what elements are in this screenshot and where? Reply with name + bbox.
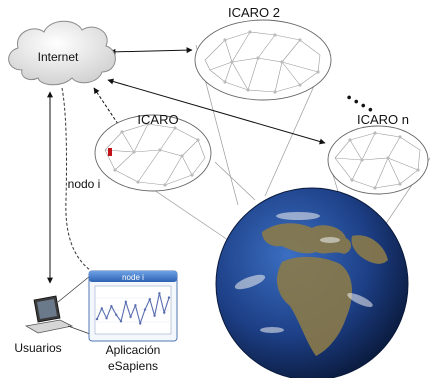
icaro-label: ICARO: [137, 112, 178, 127]
series-point-1: [100, 307, 104, 310]
series-point-8: [134, 304, 137, 307]
plot-series: [95, 292, 171, 326]
series-point-6: [124, 300, 128, 304]
connection-arrows: [47, 47, 326, 284]
internet-app-dashed-path: [61, 87, 91, 271]
node-i-marker: [108, 148, 112, 156]
internet-icaron-arrow: [107, 78, 326, 145]
series-point-4: [115, 313, 118, 316]
series-point-5: [119, 320, 123, 323]
icaro2-cluster: ICARO 2: [194, 5, 332, 101]
series-point-15: [167, 296, 171, 299]
esapiens-app-window: node i: [88, 270, 178, 342]
icaro-cluster: ICARO: [94, 112, 212, 192]
laptop-app-lines: [57, 275, 91, 335]
series-point-11: [148, 298, 151, 301]
icaro-n-cluster: ICARO n: [327, 112, 429, 195]
node-i-label: nodo i: [68, 177, 101, 191]
series-point-0: [95, 317, 99, 321]
icaro-n-label: ICARO n: [357, 112, 409, 127]
internet-label: Internet: [38, 50, 79, 64]
series-point-13: [158, 292, 161, 295]
earth-globe-icon: [215, 187, 409, 378]
app-label-line2: eSapiens: [108, 359, 158, 373]
series-line: [96, 293, 170, 326]
series-point-12: [153, 314, 156, 317]
laptop-icon: [24, 295, 74, 334]
series-point-7: [129, 315, 132, 319]
series-point-3: [110, 305, 113, 308]
series-point-9: [139, 322, 142, 325]
users-label: Usuarios: [14, 341, 61, 355]
internet-icaro2-arrow: [109, 47, 193, 55]
internet-cloud: Internet: [8, 20, 116, 86]
series-point-14: [163, 311, 166, 314]
app-label-line1: Aplicación: [106, 343, 161, 357]
series-point-2: [105, 317, 108, 320]
series-point-10: [143, 308, 147, 311]
cloud-icon: [8, 20, 116, 86]
app-window-title: node i: [122, 273, 144, 282]
icaro2-label: ICARO 2: [228, 5, 280, 20]
